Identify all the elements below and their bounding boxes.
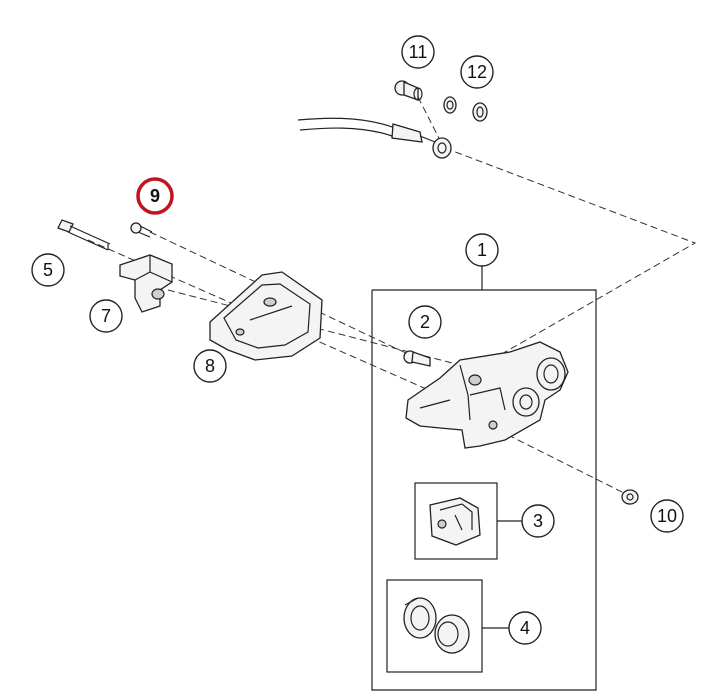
screw-part: [130, 222, 153, 238]
pistons-part: [403, 597, 470, 654]
bleed-screw-part: [403, 350, 431, 367]
callout-2: 2: [408, 305, 442, 339]
callout-circle: [193, 349, 227, 383]
callout-circle: [401, 35, 435, 69]
callout-3: 3: [521, 504, 555, 538]
callout-number: 7: [101, 306, 111, 326]
callout-number: 5: [43, 260, 53, 280]
guard-plate-part: [209, 271, 323, 361]
callout-circle: [650, 499, 684, 533]
callout-7: 7: [89, 299, 123, 333]
callout-number: 10: [657, 506, 677, 526]
callout-circle: [408, 305, 442, 339]
callout-4: 4: [508, 611, 542, 645]
brake-hose: [297, 117, 452, 159]
callout-number: 11: [409, 42, 428, 62]
callout-5: 5: [31, 253, 65, 287]
callout-1: 1: [465, 233, 499, 267]
callout-circle: [136, 177, 174, 215]
piston-box: [386, 579, 483, 673]
assembly-lines: [87, 96, 697, 496]
callout-number: 4: [520, 618, 530, 638]
callout-number: 3: [533, 511, 543, 531]
caliper-assembly-box: [371, 265, 597, 691]
brake-pads-part: [429, 497, 481, 546]
callout-circle: [508, 611, 542, 645]
bracket-part: [119, 254, 173, 313]
callout-number: 12: [467, 62, 487, 82]
callout-8: 8: [193, 349, 227, 383]
washer-parts: [443, 96, 488, 122]
callout-circle: [89, 299, 123, 333]
hollow-bolt-part: [394, 80, 423, 101]
callout-11: 11: [401, 35, 435, 69]
callout-circle: [465, 233, 499, 267]
caliper-part: [405, 341, 569, 449]
callout-circle: [460, 55, 494, 89]
callout-number: 2: [420, 312, 430, 332]
callout-circle: [521, 504, 555, 538]
callout-circle: [31, 253, 65, 287]
callout-number: 1: [477, 240, 487, 260]
callout-number: 8: [205, 356, 215, 376]
long-bolt-part: [57, 219, 111, 251]
callout-12: 12: [460, 55, 494, 89]
callout-10: 10: [650, 499, 684, 533]
callout-9: 9: [136, 177, 174, 215]
nut-part: [621, 489, 639, 505]
callout-number: 9: [150, 186, 160, 206]
